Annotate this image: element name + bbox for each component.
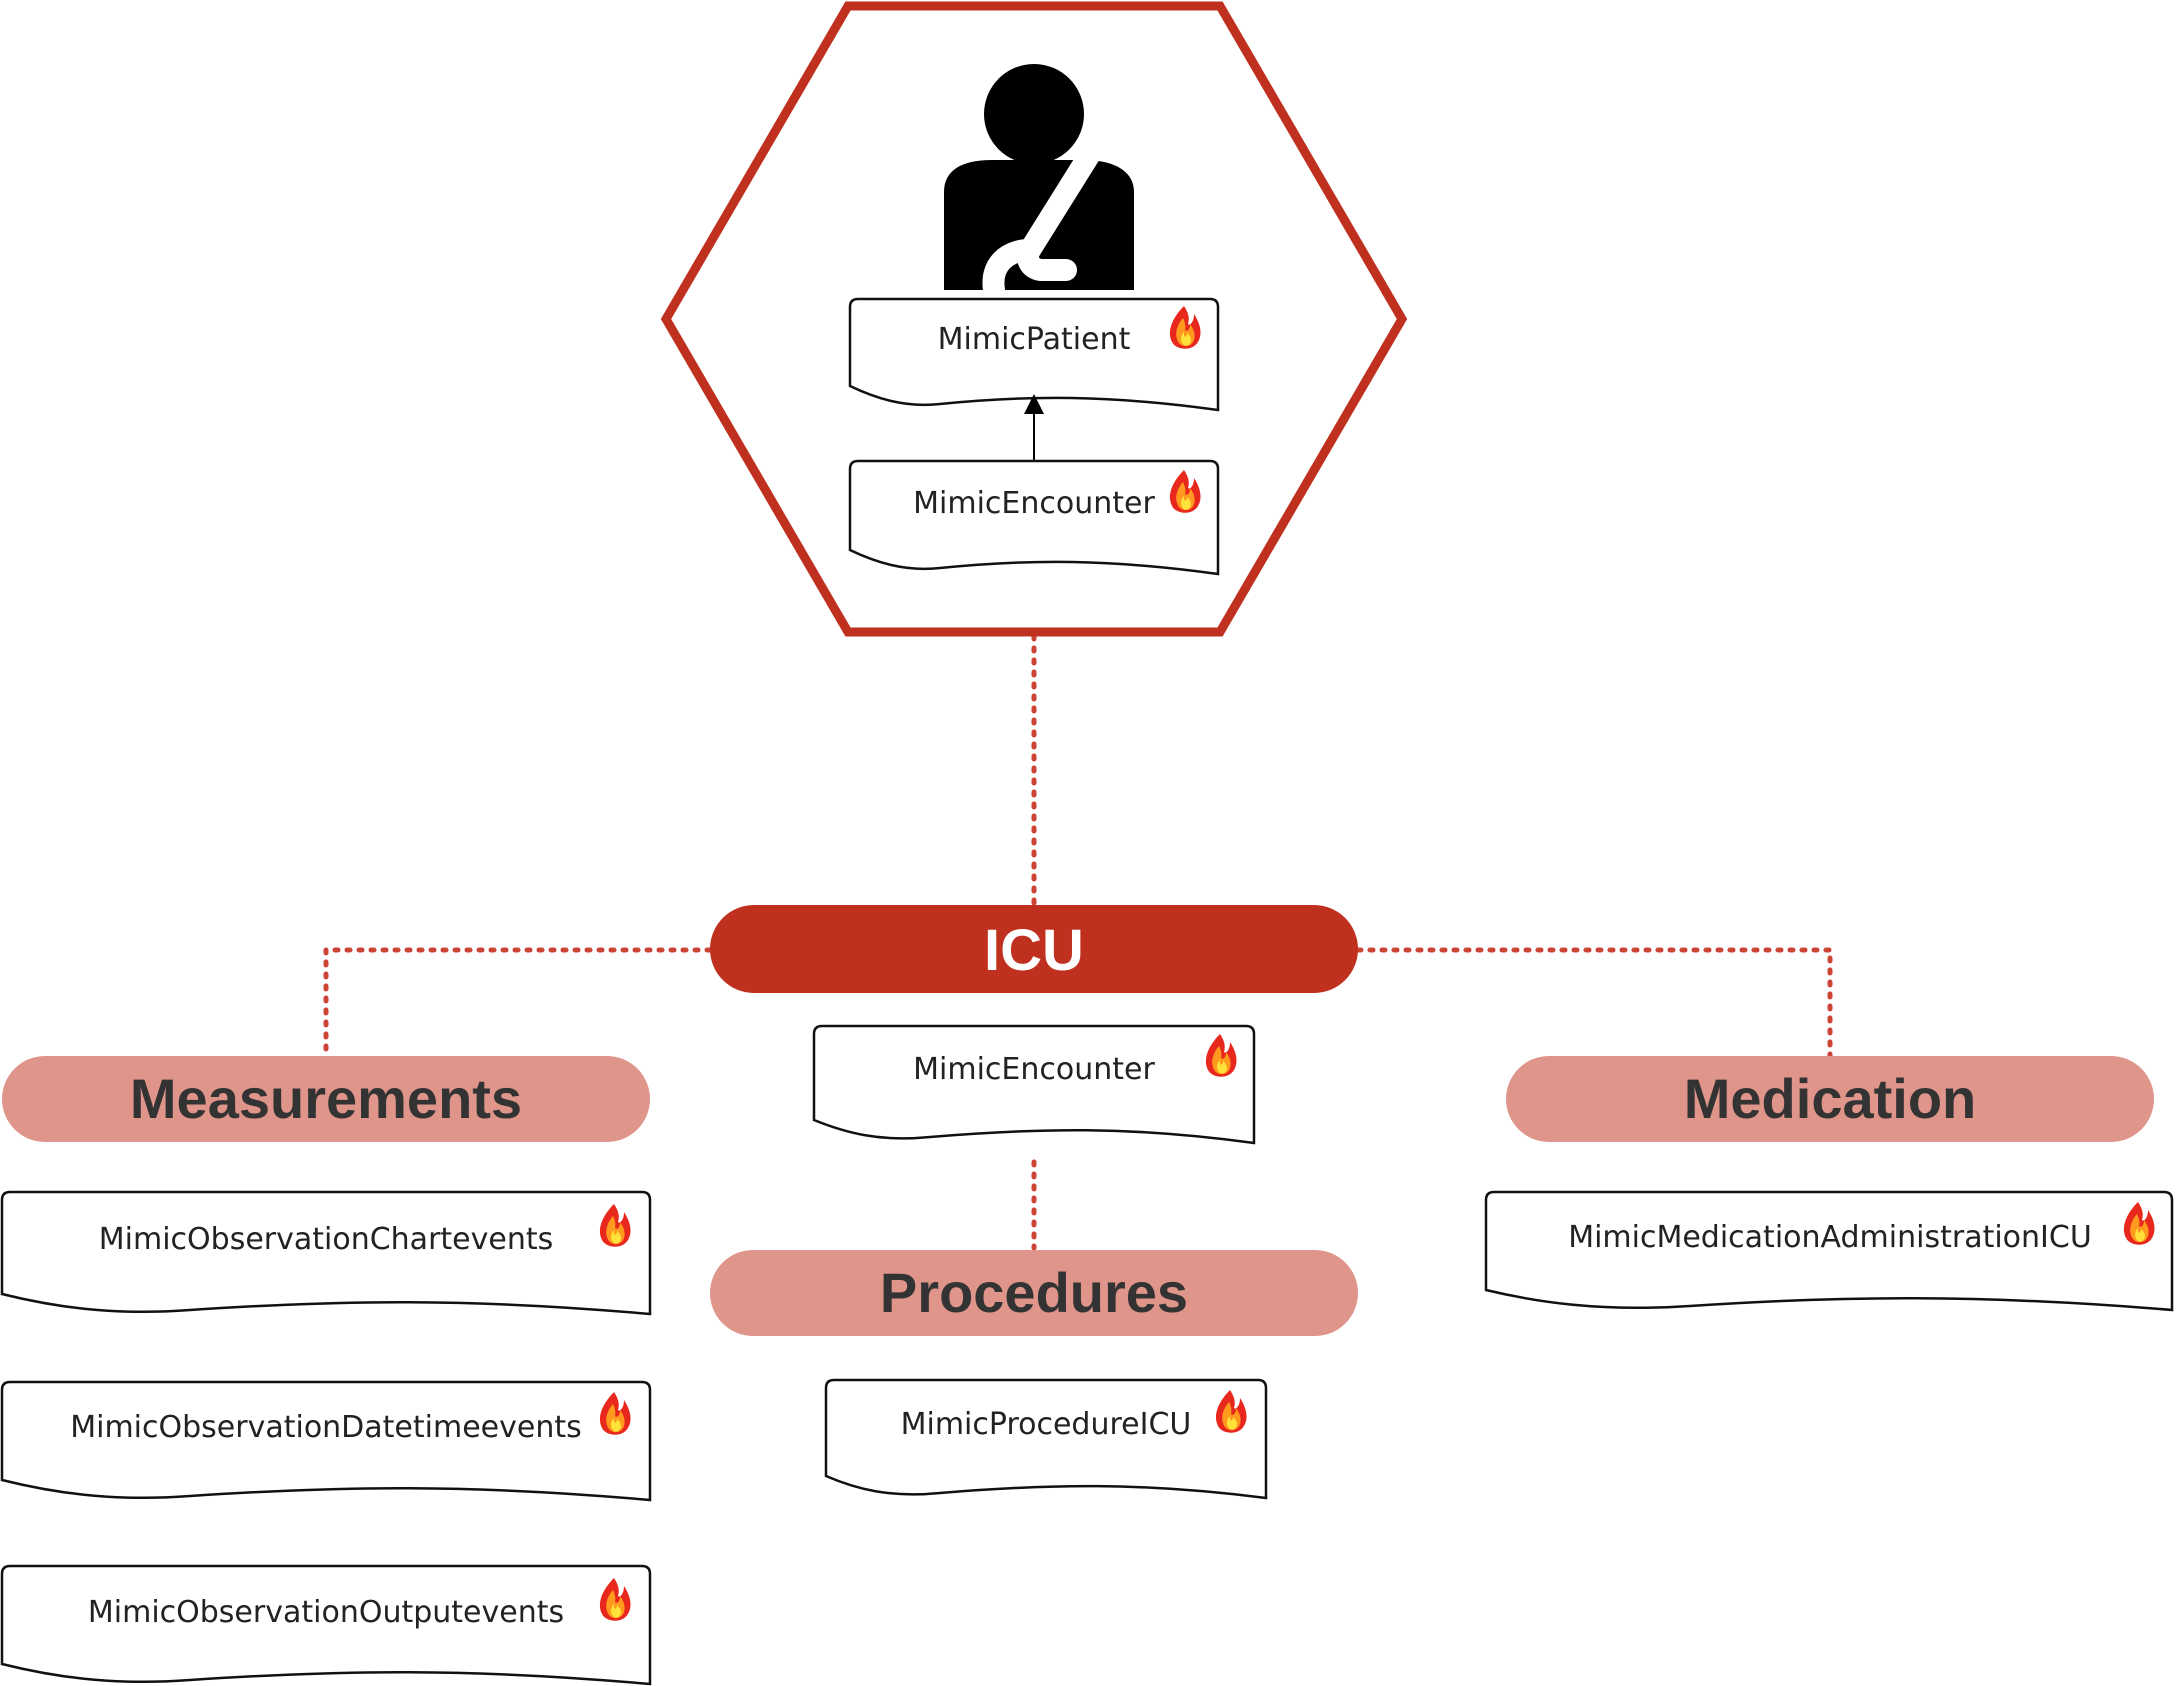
- doc-mimic-encounter-icu[interactable]: MimicEncounter: [812, 1024, 1256, 1145]
- doc-label: MimicProcedureICU: [901, 1407, 1192, 1442]
- category-label: Medication: [1684, 1067, 1976, 1130]
- connector-icu-measurements: [323, 947, 713, 1059]
- icu-label: ICU: [984, 918, 1084, 983]
- category-procedures[interactable]: Procedures: [710, 1250, 1358, 1336]
- doc-shape: [812, 1024, 1256, 1145]
- doc-observation-datetimeevents[interactable]: MimicObservationDatetimeevents: [0, 1380, 652, 1502]
- patient-group: MimicPatient MimicEncounter: [660, 1, 1408, 637]
- doc-procedure-icu[interactable]: MimicProcedureICU: [824, 1378, 1268, 1500]
- category-label: Procedures: [880, 1261, 1188, 1324]
- doc-shape: [848, 459, 1220, 576]
- doc-observation-outputevents[interactable]: MimicObservationOutputevents: [0, 1564, 652, 1686]
- doc-shape: [0, 1380, 652, 1502]
- icu-pill: [710, 905, 1358, 993]
- doc-shape: [824, 1378, 1268, 1500]
- category-pill: [2, 1056, 650, 1142]
- doc-label: MimicEncounter: [913, 486, 1155, 521]
- doc-shape: [0, 1564, 652, 1686]
- icu-hub[interactable]: ICU: [710, 905, 1358, 993]
- connector-icu-medication: [1355, 947, 1833, 1059]
- doc-label: MimicObservationChartevents: [99, 1222, 553, 1257]
- doc-shape: [1484, 1190, 2174, 1312]
- doc-label: MimicMedicationAdministrationICU: [1568, 1220, 2092, 1255]
- doc-label: MimicObservationOutputevents: [88, 1595, 564, 1630]
- doc-label: MimicObservationDatetimeevents: [70, 1410, 582, 1445]
- category-label: Measurements: [130, 1067, 522, 1130]
- doc-medication-administration-icu[interactable]: MimicMedicationAdministrationICU: [1484, 1190, 2174, 1312]
- doc-shape: [848, 297, 1220, 412]
- doc-mimic-patient[interactable]: MimicPatient: [848, 297, 1220, 412]
- doc-label: MimicPatient: [938, 322, 1131, 357]
- doc-mimic-encounter-patient[interactable]: MimicEncounter: [848, 459, 1220, 576]
- category-pill: [1506, 1056, 2154, 1142]
- connector-lines: [323, 633, 1833, 1251]
- patient-arm-sling-icon: [944, 64, 1134, 301]
- category-measurements[interactable]: Measurements: [2, 1056, 650, 1142]
- doc-label: MimicEncounter: [913, 1052, 1155, 1087]
- category-pill: [710, 1250, 1358, 1336]
- doc-shape: [0, 1190, 652, 1316]
- doc-observation-chartevents[interactable]: MimicObservationChartevents: [0, 1190, 652, 1316]
- category-medication[interactable]: Medication: [1506, 1056, 2154, 1142]
